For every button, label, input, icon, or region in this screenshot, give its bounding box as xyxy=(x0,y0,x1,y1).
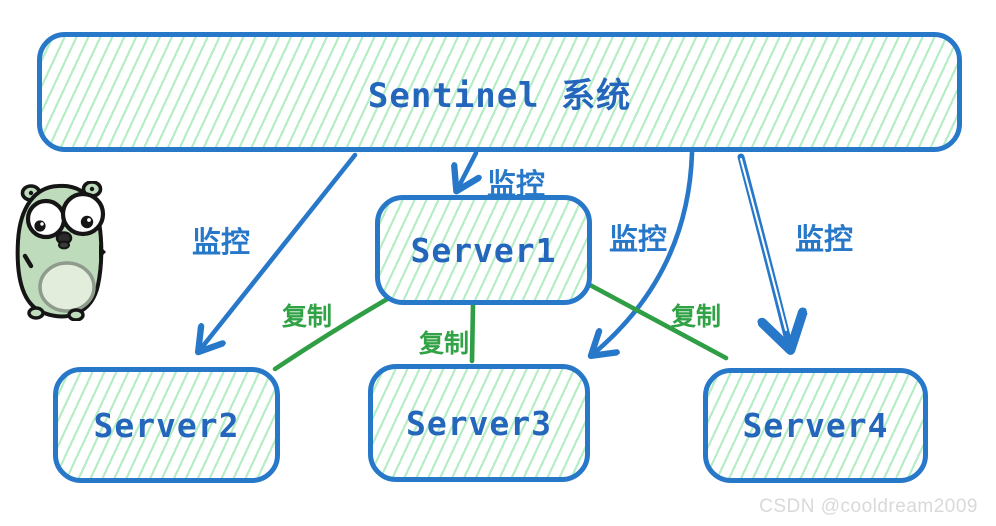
monitor-arrow-sentinel-server4-inner-gap xyxy=(739,157,788,332)
node-server4-label: Server4 xyxy=(742,406,889,445)
replicate-line-server1-server4 xyxy=(587,282,729,361)
watermark: CSDN @cooldream2009 xyxy=(759,496,978,517)
monitor-arrow-sentinel-server3 xyxy=(592,150,695,355)
go-gopher-icon xyxy=(15,181,106,321)
monitor-arrow-sentinel-server1 xyxy=(457,150,476,190)
node-sentinel: Sentinel 系统 xyxy=(37,32,962,152)
node-server2: Server2 xyxy=(53,367,280,483)
node-server2-label: Server2 xyxy=(93,405,240,445)
monitor-arrow-sentinel-server2 xyxy=(199,152,358,351)
replicate-line-server1-server2 xyxy=(272,295,392,372)
replicate-line-server1-server3 xyxy=(469,301,476,364)
node-server1: Server1 xyxy=(375,195,592,305)
node-sentinel-label: Sentinel 系统 xyxy=(367,75,632,116)
edge-label-monitor-server1: 监控 xyxy=(487,169,546,201)
node-server3: Server3 xyxy=(368,364,590,482)
edge-label-replicate-server4: 复制 xyxy=(671,303,722,331)
edge-label-replicate-server3: 复制 xyxy=(419,330,470,358)
edge-label-monitor-server4: 监控 xyxy=(795,224,854,256)
edge-label-monitor-server2: 监控 xyxy=(192,227,251,259)
node-server4: Server4 xyxy=(703,368,928,483)
node-server1-label: Server1 xyxy=(410,230,557,270)
edge-label-replicate-server2: 复制 xyxy=(282,303,333,331)
edge-label-monitor-server3: 监控 xyxy=(609,224,668,256)
node-server3-label: Server3 xyxy=(405,403,553,443)
